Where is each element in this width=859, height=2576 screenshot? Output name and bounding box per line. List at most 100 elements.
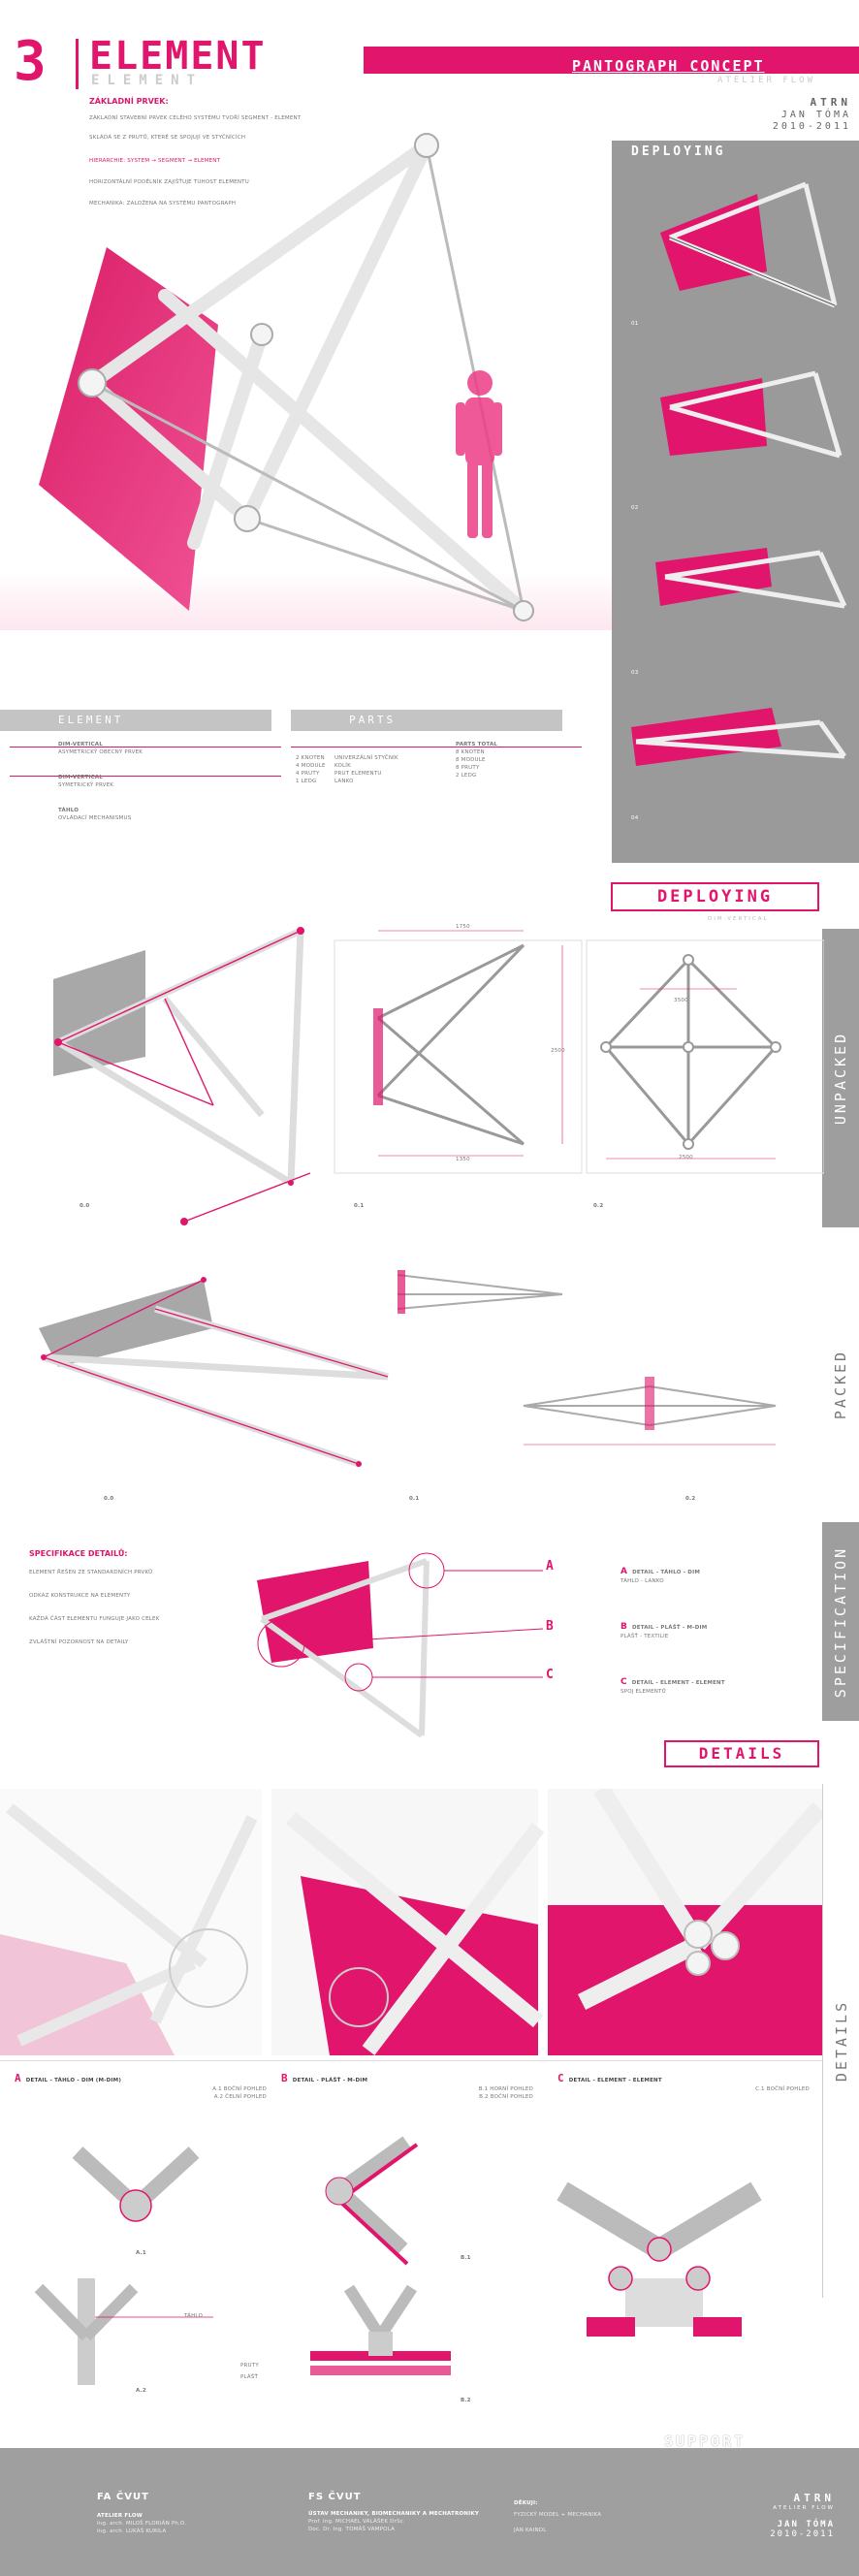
- parts-c3-item: 8 PRUTY: [456, 765, 480, 771]
- human-figure: [456, 370, 502, 538]
- intro-block: ZÁKLADNÍ PRVEK: ZÁKLADNÍ STAVEBNÍ PRVEK …: [89, 97, 322, 207]
- spec-items: A DETAIL - TÁHLO - DIM TÁHLO - LANKO B D…: [620, 1559, 814, 1696]
- studio-shadow: ATELIER FLOW: [717, 76, 816, 85]
- footer-col2: FS ČVUT ÚSTAV MECHANIKY, BIOMECHANIKY A …: [308, 2492, 479, 2532]
- hero-struts: [85, 139, 530, 618]
- parts-c2-item: PRUT ELEMENTU: [334, 771, 382, 777]
- footer-col4: ATRN ATELIER FLOW JAN TÓMA 2010-2011: [770, 2492, 835, 2539]
- spec-p4: ZVLÁŠTNÍ POZORNOST NA DETAILY: [29, 1639, 129, 1645]
- packed-caption-2: 0.2: [685, 1496, 696, 1502]
- header-title-shadow: ELEMENT: [91, 73, 204, 88]
- detail-label-b1: B.1: [461, 2255, 471, 2261]
- deploy-panel-title: DEPLOYING: [631, 144, 726, 159]
- detail-label-b2: B.2: [461, 2398, 471, 2403]
- intro-p1: ZÁKLADNÍ STAVEBNÍ PRVEK CELÉHO SYSTÉMU T…: [89, 115, 302, 121]
- deploy-steps: [631, 181, 847, 766]
- unpacked-caption-2: 0.2: [593, 1203, 604, 1209]
- intro-p3: HIERARCHIE: SYSTEM → SEGMENT → ELEMENT: [89, 158, 221, 164]
- dim-2: 2500: [551, 1048, 565, 1054]
- deploy-step-label-1: 01: [631, 321, 639, 327]
- spec-marker-c: C: [546, 1668, 554, 1682]
- spec-heading: SPECIFIKACE DETAILŮ:: [29, 1549, 128, 1558]
- deploy-step-2: [660, 370, 843, 459]
- header-number: 3: [14, 30, 47, 93]
- footer-col1: FA ČVUT ATELIER FLOW Ing. arch. MILOŠ FL…: [97, 2492, 187, 2534]
- unpacked-drawings: [53, 927, 824, 1225]
- hero-panel: [39, 247, 218, 611]
- parts-c1-item: 4 MODULE: [296, 763, 326, 769]
- footer-support: SUPPORT: [664, 2433, 747, 2450]
- detail-label-pruty: PRUTY: [240, 2363, 259, 2369]
- parts-bar: PARTS: [291, 710, 562, 731]
- parts-c2-item: KOLÍK: [334, 763, 351, 769]
- packed-drawings: [39, 1270, 777, 1468]
- element-text: DIM-VERTICAL ASYMETRICKÝ OBECNÝ PRVEK DI…: [58, 741, 271, 822]
- parts-c2-item: LANKO: [334, 779, 354, 784]
- dim-1: 1750: [456, 924, 470, 930]
- spec-drawing: [257, 1552, 544, 1738]
- intro-p2: SKLÁDÁ SE Z PRUTŮ, KTERÉ SE SPOJUJÍ VE S…: [89, 135, 246, 141]
- parts-c1-item: 1 LEDG: [296, 779, 317, 784]
- unpacked-panel: [53, 950, 145, 1076]
- side-tab-details: DETAILS: [822, 1784, 859, 2298]
- header-divider: [76, 39, 79, 89]
- header-author: JAN TÓMA: [780, 110, 851, 120]
- concept-bar: [364, 47, 859, 74]
- footer: [0, 2448, 859, 2576]
- dim-3: 3500: [674, 998, 688, 1003]
- details-renders: [0, 1789, 822, 2055]
- deploy-step-label-3: 03: [631, 670, 639, 676]
- spec-item: A DETAIL - TÁHLO - DIM TÁHLO - LANKO: [620, 1567, 700, 1584]
- parts-c3-item: 2 LEDG: [456, 773, 477, 779]
- element-t1: ASYMETRICKÝ OBECNÝ PRVEK: [58, 749, 143, 755]
- packed-caption-0: 0.0: [104, 1496, 114, 1502]
- header-team: ATRN: [810, 96, 851, 109]
- detail-label-plast: PLÁŠŤ: [240, 2374, 259, 2380]
- hero-render: [0, 133, 620, 630]
- detail-caption-a: A DETAIL - TÁHLO - DIM (M-DIM) A.1 BOČNÍ…: [15, 2072, 267, 2100]
- parts-col3: PARTS TOTAL 8 KNOTEN 8 MODULE 8 PRUTY 2 …: [456, 741, 572, 779]
- deploy-step-1: [660, 181, 838, 308]
- concept-title: PANTOGRAPH CONCEPT: [572, 57, 765, 75]
- spec-text: SPECIFIKACE DETAILŮ: ELEMENT ŘEŠEN ZE ST…: [29, 1549, 233, 1646]
- header-years: 2010-2011: [772, 121, 851, 132]
- deploy-step-label-4: 04: [631, 815, 639, 821]
- spec-item: C DETAIL - ELEMENT - ELEMENT SPOJ ELEMEN…: [620, 1677, 725, 1695]
- dim-4: 2500: [679, 1155, 693, 1161]
- detail-sections: [34, 2136, 762, 2385]
- intro-heading: ZÁKLADNÍ PRVEK:: [89, 97, 169, 106]
- spec-marker-a: A: [546, 1559, 554, 1574]
- parts-c3-item: 8 MODULE: [456, 757, 486, 763]
- footer-col3: DĚKUJI: FYZICKÝ MODEL + MECHANIKA JAN KA…: [514, 2500, 602, 2533]
- detail-label-tahlo: TÁHLO: [184, 2313, 204, 2319]
- side-tab-specification: SPECIFICATION: [822, 1522, 859, 1721]
- parts-c3-item: 8 KNOTEN: [456, 749, 485, 755]
- deploying-subtitle: DIM-VERTICAL: [708, 916, 769, 922]
- details-heading: DETAILS: [664, 1740, 819, 1767]
- parts-col2: UNIVERZÁLNÍ STYČNÍK KOLÍK PRUT ELEMENTU …: [334, 754, 441, 785]
- parts-c1-item: 2 KNOTEN: [296, 755, 325, 761]
- spec-p2: ODKAZ KONSTRUKCE NA ELEMENTY: [29, 1593, 131, 1599]
- spec-p3: KAŽDÁ ČÁST ELEMENTU FUNGUJE JAKO CELEK: [29, 1616, 160, 1622]
- intro-p4: HORIZONTÁLNÍ PODÉLNÍK ZAJIŠŤUJE TUHOST E…: [89, 179, 249, 185]
- element-sub3: TÁHLO: [58, 808, 80, 813]
- spec-marker-b: B: [546, 1619, 554, 1634]
- intro-p5: MECHANIKA: ZALOŽENA NA SYSTÉMU PANTOGRAP…: [89, 201, 237, 207]
- header-title: ELEMENT: [89, 34, 267, 79]
- detail-label-a1: A.1: [136, 2250, 146, 2256]
- element-sub1: DIM-VERTICAL: [58, 742, 103, 747]
- parts-col1: 2 KNOTEN 4 MODULE 4 PRUTY 1 LEDG: [296, 754, 342, 785]
- element-t2: SYMETRICKÝ PRVEK: [58, 782, 114, 788]
- spec-item: B DETAIL - PLÁŠŤ - M-DIM PLÁŠŤ - TEXTILI…: [620, 1622, 708, 1639]
- parts-c1-item: 4 PRUTY: [296, 771, 320, 777]
- hero-joints: [78, 133, 534, 621]
- element-bar: ELEMENT: [0, 710, 271, 731]
- parts-total-heading: PARTS TOTAL: [456, 742, 498, 747]
- detail-label-a2: A.2: [136, 2388, 146, 2394]
- deploy-step-label-2: 02: [631, 505, 639, 511]
- deploy-step-3: [655, 548, 847, 609]
- packed-caption-1: 0.1: [409, 1496, 420, 1502]
- parts-c2-item: UNIVERZÁLNÍ STYČNÍK: [334, 755, 398, 761]
- side-tab-packed: PACKED: [822, 1260, 859, 1508]
- unpacked-caption-1: 0.1: [354, 1203, 365, 1209]
